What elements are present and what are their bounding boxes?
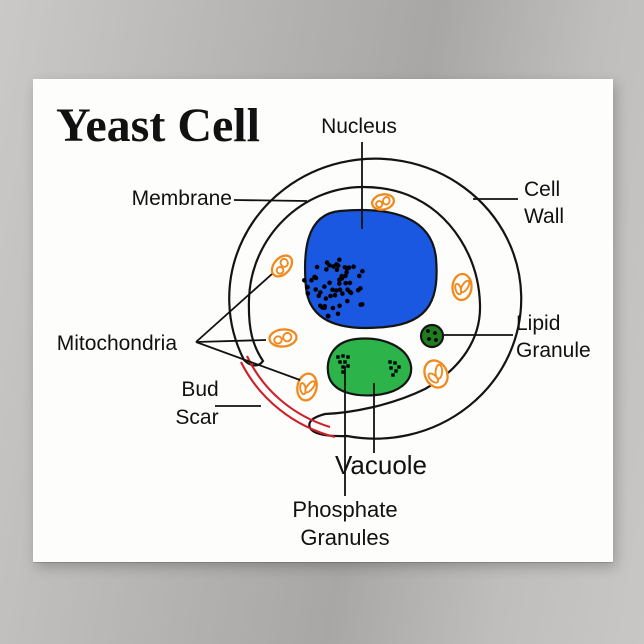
bud-scar-arcs <box>240 355 336 439</box>
nucleus-shape <box>303 208 438 330</box>
lipid-granule-label-line2: Granule <box>516 339 591 362</box>
phosphate-granules-label-line2: Granules <box>300 525 389 550</box>
mitochondrion-shape <box>423 359 449 389</box>
poster-title: Yeast Cell <box>56 99 260 152</box>
phosphate-granule-cluster-b <box>388 360 401 377</box>
bud-scar-outer-arc <box>240 361 336 439</box>
cell-wall-label-line1: Cell <box>524 178 560 201</box>
bud-scar-label-line1: Bud <box>181 378 218 401</box>
phosphate-granules-label-line1: Phosphate <box>292 497 397 522</box>
mitochondria-label: Mitochondria <box>57 332 178 355</box>
mitochondrion-shape <box>370 193 396 211</box>
lipid-granule-label-line1: Lipid <box>516 312 560 335</box>
vacuole-label: Vacuole <box>335 450 427 480</box>
nucleus-label: Nucleus <box>321 115 397 138</box>
vacuole-shape <box>326 337 413 397</box>
mitochondrion-shape <box>268 328 298 348</box>
cell-wall-and-membrane-outline <box>228 157 523 440</box>
bud-scar-inner-arc <box>246 355 331 429</box>
mitochondria-group <box>268 193 473 402</box>
bud-scar-label-line2: Scar <box>175 406 218 429</box>
mitochondria-pointer-line-2 <box>195 339 267 343</box>
phosphate-granule-cluster-a <box>336 354 350 374</box>
yeast-cell-diagram: Yeast Cell <box>56 99 591 550</box>
membrane-label: Membrane <box>132 187 232 210</box>
mitochondrion-shape <box>270 254 294 278</box>
membrane-pointer-line <box>233 199 308 202</box>
yeast-cell-poster: Yeast Cell <box>33 79 613 562</box>
nucleus-chromatin-dots <box>302 257 365 319</box>
mitochondria-pointer-line-1 <box>195 273 273 343</box>
cell-wall-label-line2: Wall <box>524 205 564 228</box>
mitochondria-pointer-line-3 <box>195 341 301 381</box>
mitochondrion-shape <box>296 372 318 402</box>
mitochondrion-shape <box>451 272 473 302</box>
mitochondria-pointer-fan <box>195 273 301 381</box>
lipid-granule-dots <box>426 329 438 342</box>
lipid-granule-shape <box>419 323 445 349</box>
